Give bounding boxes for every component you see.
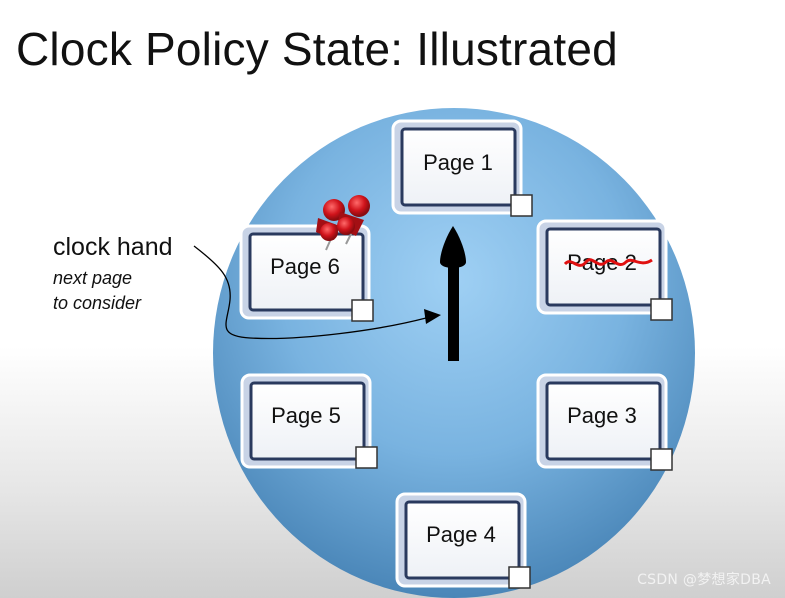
reference-bit-box bbox=[650, 448, 673, 471]
page-card-page-5[interactable]: Page 5 bbox=[240, 373, 378, 469]
reference-bit-box bbox=[508, 566, 531, 589]
strikethrough-scribble bbox=[563, 258, 653, 267]
page-card-page-1[interactable]: Page 1 bbox=[391, 119, 533, 217]
clock-hand-description: next page to consider bbox=[53, 266, 141, 316]
page-title: Clock Policy State: Illustrated bbox=[16, 23, 618, 75]
reference-bit-box bbox=[510, 194, 533, 217]
clock-hand-description-line-2: to consider bbox=[53, 293, 142, 313]
reference-bit-box bbox=[351, 299, 374, 322]
page-label: Page 5 bbox=[271, 403, 341, 428]
reference-bit-box bbox=[355, 446, 378, 469]
page-card-page-2[interactable]: Page 2 bbox=[536, 219, 673, 321]
watermark: CSDN @梦想家DBA bbox=[637, 572, 771, 588]
page-label: Page 1 bbox=[423, 150, 493, 175]
page-card-page-6[interactable]: Page 6 bbox=[239, 224, 374, 322]
reference-bit-box bbox=[650, 298, 673, 321]
clock-hand bbox=[440, 226, 466, 361]
page-label: Page 3 bbox=[567, 403, 637, 428]
clock-hand-label: clock hand bbox=[53, 233, 173, 261]
clock-hand-description-line-1: next page bbox=[53, 268, 133, 288]
clock-hand-pointer-arrow bbox=[193, 245, 441, 340]
pushpin-icon bbox=[316, 195, 370, 251]
page-label: Page 6 bbox=[270, 254, 340, 279]
page-label: Page 4 bbox=[426, 522, 496, 547]
page-card-page-3[interactable]: Page 3 bbox=[536, 373, 673, 471]
page-card-page-4[interactable]: Page 4 bbox=[395, 492, 531, 589]
